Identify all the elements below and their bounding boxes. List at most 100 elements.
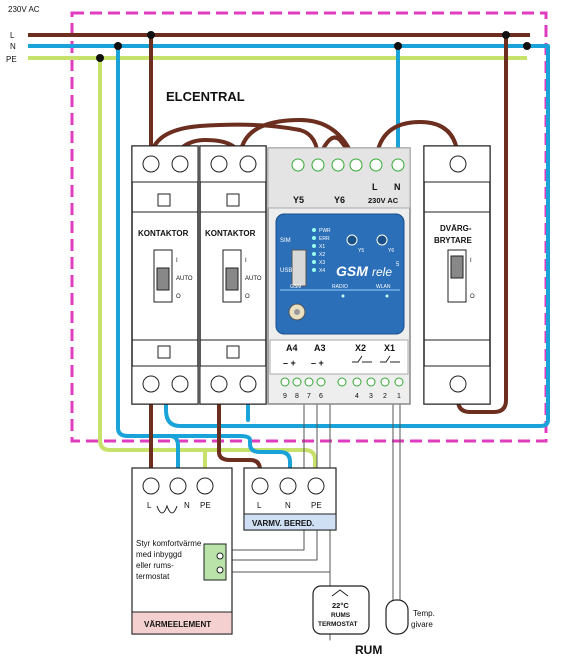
heater-desc-line3: eller rums- [136, 561, 174, 570]
input-a3-label: A3 [314, 343, 326, 353]
terminal-number: 2 [383, 393, 387, 400]
screw-terminal [307, 477, 325, 495]
screw-terminal [210, 375, 228, 393]
screw-terminal [366, 377, 376, 387]
brand-logo: GSM [336, 263, 368, 279]
sensor-line2: givare [411, 620, 433, 629]
heater-label-box [131, 611, 233, 635]
boiler-terminal-pe: PE [311, 501, 322, 510]
screw-terminal [304, 377, 314, 387]
switch-label-I: I [245, 258, 247, 264]
gsm-relay: Y5 Y6 L N 230V AC SIM USB PWR ERR X1 X2 … [267, 147, 411, 405]
enclosure-title: ELCENTRAL [166, 89, 245, 104]
screw-terminal [280, 377, 290, 387]
wire-thermostat-b [225, 571, 331, 589]
sensor-line1: Temp. [413, 609, 435, 618]
coil-terminal [226, 193, 240, 207]
terminal-number: 7 [307, 393, 311, 400]
boiler-terminal-n: N [285, 501, 291, 510]
strip-label-wlan: WLAN [376, 284, 391, 290]
screw-terminal [169, 477, 187, 495]
wire-l-boiler [217, 382, 262, 486]
heating-coil-symbol [156, 504, 178, 514]
relay-front-panel [275, 213, 405, 335]
led-label: X3 [319, 260, 325, 266]
screw-terminal [142, 155, 160, 173]
line-N-label: N [10, 42, 16, 51]
thermostat-temp: 22°C [332, 601, 349, 610]
sim-label: SIM [280, 238, 291, 244]
breaker-switch-label-I: I [470, 258, 472, 264]
room-thermostat: 22°C RUMS TERMOSTAT [312, 585, 370, 635]
thermostat-switch-symbol [331, 589, 349, 597]
input-switch-symbols [352, 355, 400, 363]
brand-logo-superscript: 5 [396, 262, 400, 268]
miniature-breaker: DVÄRG- BRYTARE I O [423, 145, 491, 405]
junction-dot [114, 42, 122, 50]
contactor-2-label: KONTAKTOR [205, 229, 256, 238]
wire-l-relay [374, 120, 460, 164]
screw-terminal [142, 375, 160, 393]
relay-top-terminals [291, 158, 405, 172]
terminal-number: 8 [295, 393, 299, 400]
switch-label-I: I [176, 258, 178, 264]
screw-terminal [251, 477, 269, 495]
wire-n-boiler [126, 434, 292, 486]
coil-terminal [157, 345, 171, 359]
wire-heater-ctrl-a [225, 383, 318, 561]
screw-terminal [369, 158, 383, 172]
terminal-n-label: N [394, 182, 401, 192]
led-label: PWR [319, 228, 331, 234]
wire-heater-ctrl-b [225, 383, 305, 551]
coil-terminal [157, 193, 171, 207]
contactor-2: KONTAKTOR I AUTO O [199, 145, 267, 405]
heater-desc-line2: med inbyggd [136, 550, 182, 559]
terminal-l-label: L [372, 182, 378, 192]
led-label: X2 [319, 252, 325, 258]
input-a4-polarity: – + [283, 358, 296, 368]
screw-terminal [210, 155, 228, 173]
thermostat-line1: RUMS [331, 612, 351, 619]
heater-desc-line4: termostat [136, 572, 170, 581]
terminal-number: 1 [397, 393, 401, 400]
supply-label: 230V AC [368, 196, 399, 205]
switch-label-O: O [245, 294, 250, 300]
led-label: ERR [319, 236, 330, 242]
wire-l-jumper1 [149, 122, 320, 162]
switch-label-auto: AUTO [245, 276, 262, 282]
screw-terminal [316, 377, 326, 387]
y5-indicator-label: Y5 [358, 248, 364, 254]
contactor-1-label: KONTAKTOR [138, 229, 189, 238]
room-label: RUM [355, 643, 382, 657]
led-label: X1 [319, 244, 325, 250]
relay-bottom-terminals [280, 377, 404, 387]
junction-dot [147, 31, 155, 39]
coil-terminal [226, 345, 240, 359]
heating-element: L N PE Styr komfortvärme med inbyggd ell… [131, 467, 233, 635]
junction-dot [96, 54, 104, 62]
terminal-number: 9 [283, 393, 287, 400]
water-heater: L N PE VARMV. BERED. [243, 467, 337, 531]
heater-terminal-n: N [184, 501, 190, 510]
terminal-y6-label: Y6 [334, 195, 345, 205]
screw-terminal [337, 377, 347, 387]
boiler-label: VARMV. BERED. [252, 519, 314, 528]
wire-l-breaker-out [456, 33, 508, 414]
boiler-label-box [243, 513, 337, 531]
sim-slot[interactable] [291, 249, 307, 287]
screw-terminal [449, 375, 467, 393]
wire-n-right [164, 44, 550, 428]
heater-label: VÄRMEELEMENT [144, 620, 211, 629]
contactor-1: KONTAKTOR I AUTO O [131, 145, 199, 405]
screw-terminal [291, 158, 305, 172]
screw-terminal [196, 477, 214, 495]
terminal-number: 3 [369, 393, 373, 400]
thermostat-line2: TERMOSTAT [318, 621, 358, 628]
strip-label-gsm: GSM [290, 284, 301, 290]
screw-terminal [239, 375, 257, 393]
screw-terminal [279, 477, 297, 495]
heater-terminal-pe: PE [200, 501, 211, 510]
screw-terminal [171, 375, 189, 393]
screw-terminal [239, 155, 257, 173]
